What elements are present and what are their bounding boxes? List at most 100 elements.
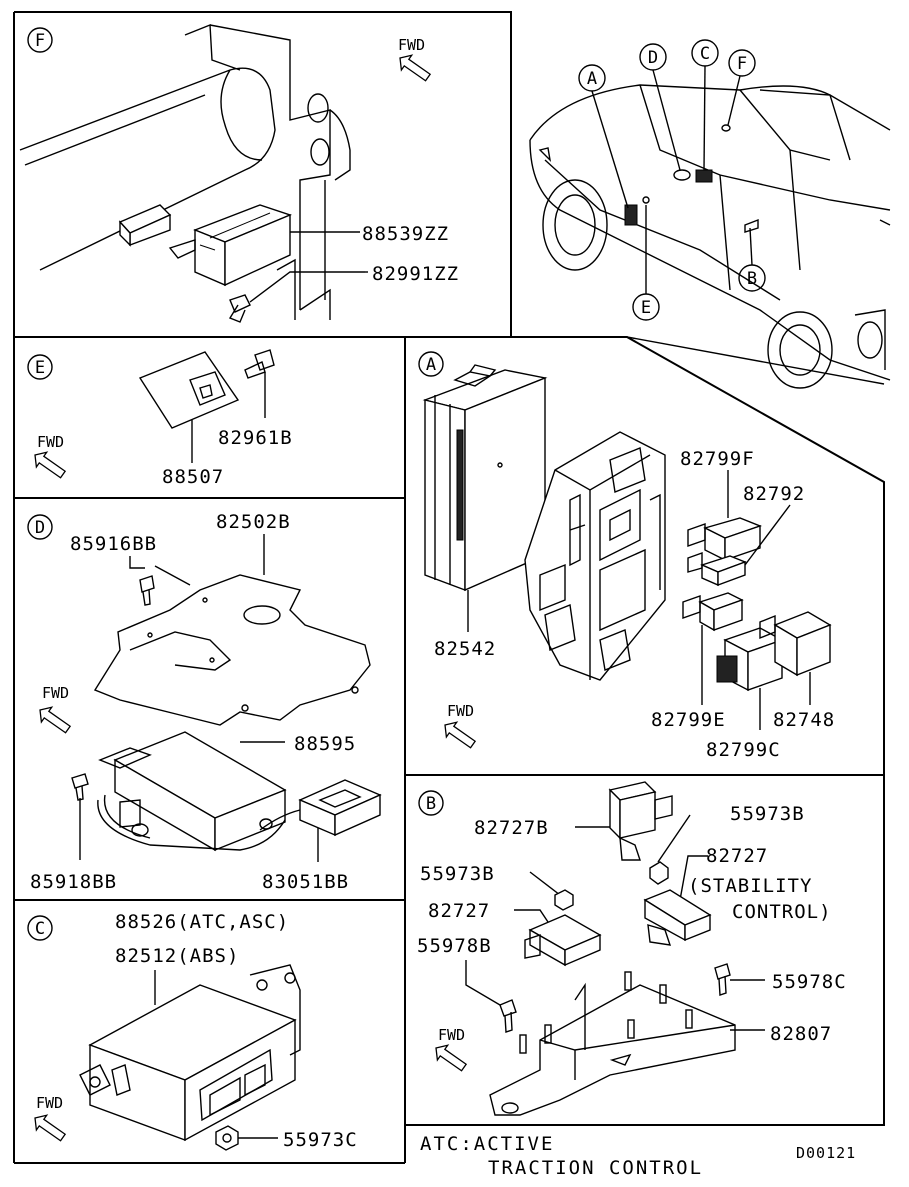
- panel-f-letter-circle: [27, 27, 53, 53]
- panel-b-letter: B: [426, 794, 436, 814]
- fwd-arrow-icon: [439, 716, 479, 753]
- callout-b: B: [747, 269, 757, 289]
- part-85916bb: 85916BB: [70, 533, 157, 555]
- bolt-82961b-illustration: [244, 349, 275, 379]
- bolt-illustration: [228, 294, 251, 323]
- part-82799e: 82799E: [651, 709, 726, 731]
- part-82807: 82807: [770, 1023, 832, 1045]
- panel-e-letter-circle: [27, 354, 53, 380]
- panel-e: E FWD 82961B 88507: [27, 349, 293, 488]
- bolt-55978b: [499, 999, 517, 1033]
- fwd-arrow-icon: [394, 49, 434, 86]
- part-82792: 82792: [743, 483, 805, 505]
- sensor-82727b-illustration: [608, 781, 673, 861]
- part-82542: 82542: [434, 638, 496, 660]
- callout-a: A: [587, 69, 597, 89]
- part-88595: 88595: [294, 733, 356, 755]
- fwd-arrow-icon: [29, 1109, 69, 1146]
- vehicle-illustration: [529, 84, 891, 389]
- part-82727-left: 82727: [428, 900, 490, 922]
- part-82727-stability: 82727: [706, 845, 768, 867]
- fwd-label: FWD: [36, 1094, 63, 1112]
- panel-e-letter: E: [35, 358, 45, 378]
- part-55978b: 55978B: [417, 935, 492, 957]
- fwd-label: FWD: [438, 1026, 465, 1044]
- panel-borders: [13, 11, 885, 1164]
- part-85918bb: 85918BB: [30, 871, 117, 893]
- etacs-ecu-82542-illustration: [422, 364, 548, 592]
- callout-f-circle: [728, 49, 756, 77]
- fwd-label: FWD: [398, 36, 425, 54]
- nut-55973b-left: [554, 889, 574, 911]
- panel-b-letter-circle: [418, 790, 444, 816]
- sensor-82727-stability-illustration: [643, 889, 712, 946]
- part-82991zz: 82991ZZ: [372, 263, 459, 285]
- panel-d-letter-circle: [27, 514, 53, 540]
- junction-block-illustration: [524, 431, 666, 681]
- connector-illustration: [118, 204, 172, 247]
- connector-83051bb-illustration: [259, 779, 382, 837]
- part-82512: 82512(ABS): [115, 945, 239, 967]
- relay-82792-illustration: [687, 552, 747, 587]
- nut-55973c-illustration: [215, 1125, 239, 1151]
- panel-c: C 88526(ATC,ASC) 82512(ABS) 55973C FWD: [27, 911, 358, 1151]
- ecu-82512-illustration: [79, 964, 301, 1142]
- fwd-arrow-icon: [34, 701, 74, 738]
- bracket-82807-illustration: [489, 971, 736, 1116]
- part-82727b: 82727B: [474, 817, 549, 839]
- callout-c: C: [700, 44, 710, 64]
- vehicle-overview: A D C F B E: [529, 39, 891, 389]
- fwd-label: FWD: [42, 684, 69, 702]
- relay-82748-illustration: [759, 611, 832, 677]
- part-55973b-top: 55973B: [730, 803, 805, 825]
- stability-label-line2: CONTROL): [732, 901, 832, 923]
- part-88507: 88507: [162, 466, 224, 488]
- part-55978c: 55978C: [772, 971, 847, 993]
- fwd-label: FWD: [447, 702, 474, 720]
- relay-82799f-illustration: [687, 517, 763, 562]
- part-88539zz: 88539ZZ: [362, 223, 449, 245]
- part-82502b: 82502B: [216, 511, 291, 533]
- sensor-88507-illustration: [138, 351, 240, 429]
- panel-f: F FWD: [19, 23, 459, 323]
- screw-85916bb-illustration: [139, 575, 155, 606]
- bracket-82502b-illustration: [93, 574, 371, 726]
- panel-d: D 82502B 85916BB FWD: [27, 511, 382, 893]
- panel-c-letter: C: [35, 919, 45, 939]
- bolt-55978c: [714, 963, 731, 996]
- relay-82799e-illustration: [682, 592, 744, 632]
- screw-85918bb-illustration: [71, 773, 89, 801]
- fwd-arrow-icon: [430, 1039, 470, 1076]
- part-82799c: 82799C: [706, 739, 781, 761]
- part-55973b-left: 55973B: [420, 863, 495, 885]
- panel-f-letter: F: [35, 31, 45, 51]
- callout-f: F: [737, 54, 747, 74]
- sensor-82727-left-illustration: [524, 914, 602, 967]
- panel-d-letter: D: [35, 518, 45, 538]
- control-unit-88539zz-illustration: [168, 204, 292, 287]
- panel-a-letter: A: [426, 355, 436, 375]
- sensor-88595-illustration: [97, 731, 287, 852]
- panel-c-letter-circle: [27, 915, 53, 941]
- nut-55973b-top: [649, 861, 669, 885]
- footer-note: ATC:ACTIVE TRACTION CONTROL D00121: [420, 1133, 855, 1179]
- panel-a-letter-circle: [418, 351, 444, 377]
- steering-column-illustration: [19, 23, 351, 320]
- note-line-1: ATC:ACTIVE: [420, 1133, 554, 1155]
- callout-d: D: [648, 48, 658, 68]
- fwd-arrow-icon: [29, 446, 69, 483]
- part-82961b: 82961B: [218, 427, 293, 449]
- relay-82799c-illustration: [716, 627, 784, 692]
- callout-e: E: [641, 298, 651, 318]
- part-82799f: 82799F: [680, 448, 755, 470]
- fwd-label: FWD: [37, 433, 64, 451]
- panel-a: A FWD 82542: [418, 351, 835, 761]
- part-82748: 82748: [773, 709, 835, 731]
- part-88526: 88526(ATC,ASC): [115, 911, 289, 933]
- part-83051bb: 83051BB: [262, 871, 349, 893]
- panel-b: B 82727B 55973B 82727 (STABILITY CONTROL…: [417, 781, 847, 1116]
- stability-label-line1: (STABILITY: [688, 875, 812, 897]
- part-55973c: 55973C: [283, 1129, 358, 1151]
- note-line-2: TRACTION CONTROL: [488, 1157, 703, 1179]
